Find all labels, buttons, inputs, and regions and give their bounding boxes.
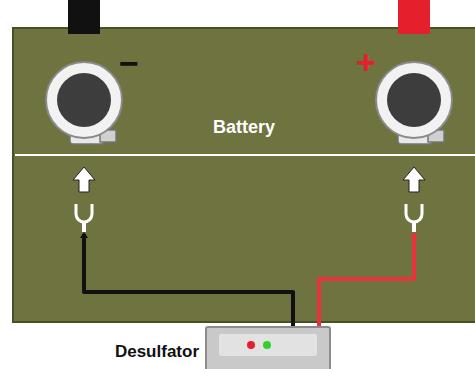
polarity-sign: − [119, 44, 139, 83]
spade-connector [412, 222, 416, 232]
device-label: Desulfator [115, 342, 199, 362]
indicator-led [263, 341, 271, 349]
indicator-led [247, 341, 255, 349]
positive-post [398, 0, 430, 34]
wire [319, 234, 414, 326]
battery-body: Battery [13, 28, 475, 322]
divider-line [15, 154, 475, 156]
up-arrow [73, 167, 95, 192]
indicator-panel [219, 334, 317, 356]
negative-clamp [46, 62, 122, 144]
spade-connector [82, 222, 86, 232]
wire [84, 234, 293, 326]
desulfator-box: Desulfator [205, 326, 331, 369]
spade-connector [406, 204, 422, 222]
positive-clamp [376, 62, 452, 144]
wire-head [410, 232, 418, 238]
up-arrow [403, 167, 425, 192]
polarity-sign: + [356, 43, 376, 82]
spade-connector [76, 204, 92, 222]
wire-head [80, 232, 88, 238]
negative-post [68, 0, 100, 34]
battery-label: Battery [13, 117, 475, 138]
